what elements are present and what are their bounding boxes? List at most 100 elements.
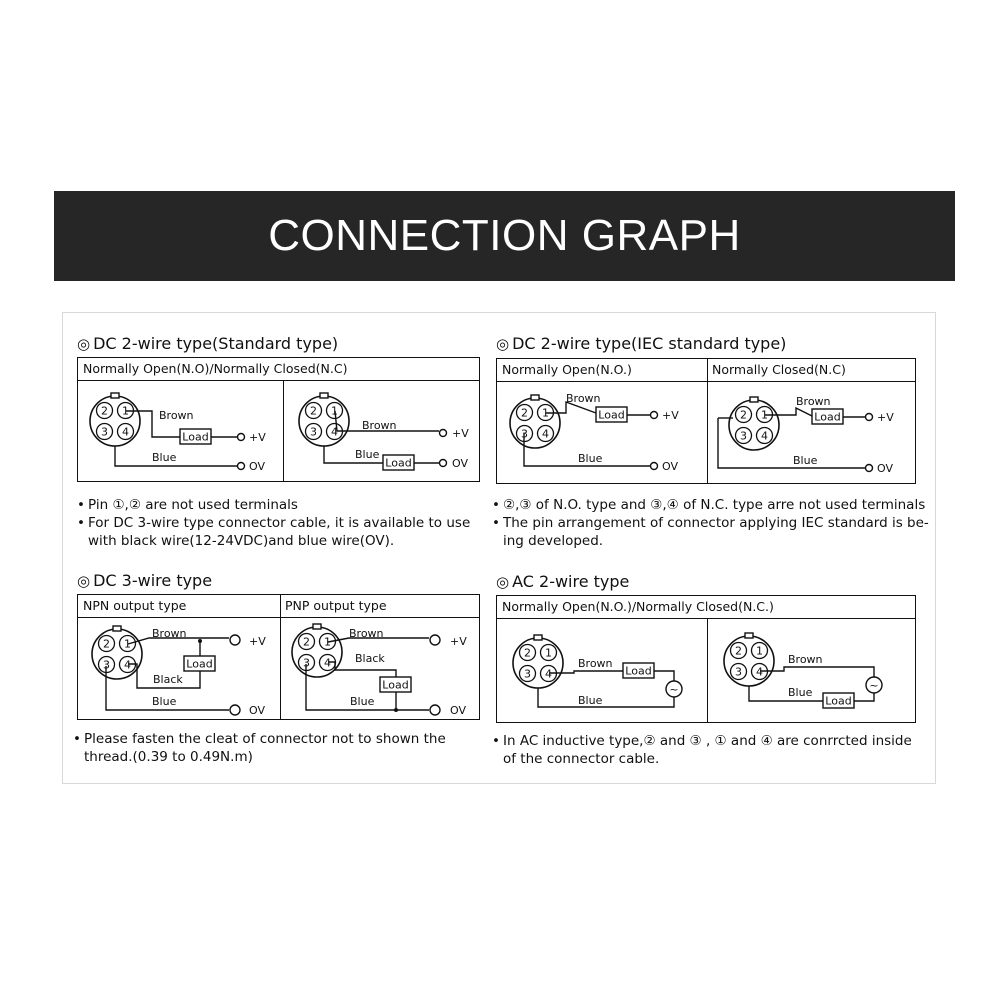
pin-label: 2 (521, 407, 528, 420)
ac-source-label: ~ (669, 683, 678, 696)
wire (127, 637, 229, 645)
pin-label: 2 (524, 647, 531, 660)
pin-label: 3 (303, 657, 310, 670)
terminal-icon (649, 410, 659, 420)
connector-icon (723, 635, 775, 687)
terminal-icon (864, 412, 874, 422)
pin-3-icon (95, 422, 114, 441)
note-item: Pin ①,② are not used terminals (77, 496, 470, 514)
load-label: Load (382, 679, 408, 692)
diagram-box: Normally Open(N.O)/Normally Closed(N.C) (77, 357, 480, 482)
section-title: ◎DC 2-wire type(Standard type) (77, 334, 339, 353)
wire-label: +V (662, 409, 679, 422)
title-banner: CONNECTION GRAPH (54, 191, 955, 281)
target-icon: ◎ (496, 573, 510, 591)
connector-key-icon (312, 623, 322, 630)
wire-label: OV (249, 460, 265, 473)
load-label: Load (182, 431, 208, 444)
connector-key-icon (744, 632, 754, 639)
wire-label: Blue (355, 448, 380, 461)
pin-2-icon (515, 403, 534, 422)
connector-icon (91, 628, 143, 680)
wire-label: +V (877, 411, 894, 424)
pin-label: 2 (740, 409, 747, 422)
load-label: Load (385, 457, 411, 470)
pin-3-icon (729, 662, 748, 681)
notes-list: ②,③ of N.O. type and ③,④ of N.C. type ar… (492, 496, 929, 550)
connector-icon (512, 637, 564, 689)
wire-label: Blue (793, 454, 818, 467)
wire (748, 686, 823, 702)
notes-list: In AC inductive type,② and ③ , ① and ④ a… (492, 732, 912, 768)
connector-key-icon (530, 394, 540, 401)
wire-label: Brown (788, 653, 823, 666)
note-item: In AC inductive type,② and ③ , ① and ④ a… (492, 732, 912, 750)
diagram-box: Normally Open(N.O.) Normally Closed(N.C) (496, 358, 916, 484)
box-header: NPN output type PNP output type (78, 595, 479, 618)
wire (854, 693, 875, 702)
wire-label: OV (249, 704, 265, 717)
wire (328, 661, 397, 677)
pin-label: 4 (542, 428, 549, 441)
divider (707, 618, 708, 722)
wire-label: Brown (152, 627, 187, 640)
box-header: Normally Open(N.O.) Normally Closed(N.C) (497, 359, 915, 382)
wire-label: +V (249, 431, 266, 444)
note-item: ②,③ of N.O. type and ③,④ of N.C. type ar… (492, 496, 929, 514)
terminal-icon (429, 634, 441, 646)
wire-label: Brown (566, 392, 601, 405)
connector-icon (89, 395, 141, 447)
notes-list: Please fasten the cleat of connector not… (73, 730, 446, 766)
connector-icon (509, 397, 561, 449)
wire (523, 433, 650, 467)
pin-2-icon (518, 643, 537, 662)
note-item: The pin arrangement of connector applyin… (492, 514, 929, 532)
pin-1-icon (118, 634, 137, 653)
note-item: of the connector cable. (503, 751, 660, 767)
wire (323, 446, 383, 464)
note-item: with black wire(12-24VDC)and blue wire(O… (88, 533, 395, 549)
header-label-no: Normally Open(N.O.) (502, 362, 632, 377)
terminal-icon (438, 428, 448, 438)
divider (707, 359, 708, 483)
load-label: Load (825, 695, 851, 708)
wire (765, 406, 813, 417)
pin-label: 1 (761, 409, 768, 422)
pin-4-icon (755, 426, 774, 445)
pin-label: 3 (524, 668, 531, 681)
wire (537, 688, 675, 708)
pin-label: 1 (331, 405, 338, 418)
header-label-nc: Normally Closed(N.C) (712, 362, 846, 377)
wire (549, 670, 623, 674)
wire (105, 666, 229, 711)
pin-label: 1 (122, 405, 129, 418)
connector-key-icon (319, 392, 329, 399)
terminal-icon (229, 634, 241, 646)
target-icon: ◎ (77, 335, 91, 353)
wire (305, 664, 429, 711)
box-header: Normally Open(N.O)/Normally Closed(N.C) (78, 358, 479, 381)
terminal-icon (438, 458, 448, 468)
wire-label: Blue (788, 686, 813, 699)
divider (283, 380, 284, 481)
pin-2-icon (297, 632, 316, 651)
wire (327, 637, 429, 643)
load-label: Load (598, 409, 624, 422)
wire-label: OV (450, 704, 466, 717)
wire-label: Blue (152, 451, 177, 464)
note-item: For DC 3-wire type connector cable, it i… (77, 514, 470, 532)
wire-label: OV (452, 457, 468, 470)
wire-label: Brown (349, 627, 384, 640)
pin-label: 2 (303, 636, 310, 649)
pin-label: 1 (124, 638, 131, 651)
wire-label: Blue (578, 694, 603, 707)
pin-2-icon (304, 401, 323, 420)
header-label-pnp: PNP output type (285, 598, 387, 613)
pin-label: 4 (331, 426, 338, 439)
pin-label: 1 (756, 645, 763, 658)
pin-3-icon (304, 422, 323, 441)
terminal-icon (864, 463, 874, 473)
